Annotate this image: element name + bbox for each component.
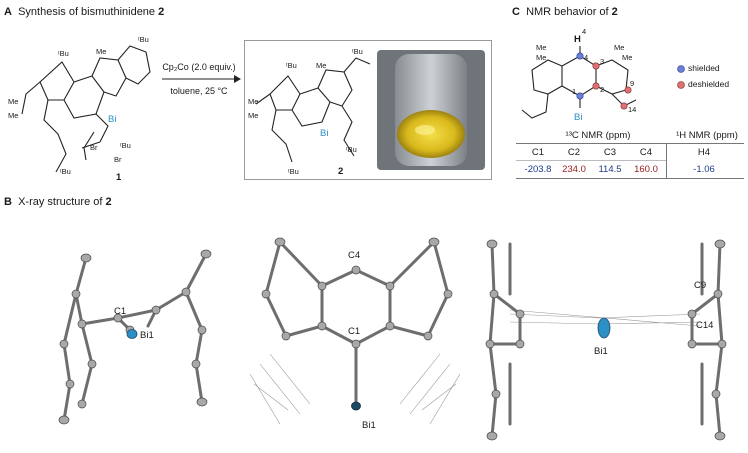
nmr-me-1: Me <box>536 43 546 52</box>
reaction-arrow <box>162 75 241 83</box>
prod-me-1: Me <box>316 61 326 70</box>
val-c3: 114.5 <box>598 164 622 175</box>
prod-me-2: Me <box>248 97 258 106</box>
xray3-bi1-label: Bi1 <box>594 346 608 357</box>
panel-a-title: Synthesis of bismuthinidene <box>18 6 159 18</box>
panel-c-heading: C NMR behavior of 2 <box>512 6 618 18</box>
deshielded-legend-label: deshielded <box>688 79 730 89</box>
reactant-1-structure: ᵗBu ᵗBu Me Me Me ᵗBu Bi Br Br ᵗBu 1 <box>8 35 151 182</box>
nmr-me-4: Me <box>622 53 632 62</box>
xray2-c1-label: C1 <box>348 326 360 337</box>
col-h4: H4 <box>697 147 711 158</box>
reagent-text: Cp₂Co (2.0 equiv.) <box>162 62 236 72</box>
c3-label: 3 <box>600 57 604 66</box>
xray-view-top: C9 C14 Bi1 <box>485 239 727 441</box>
table-rule-divider <box>666 143 667 179</box>
col-c4: C4 <box>639 147 653 158</box>
nmr-bi-label: Bi <box>574 112 582 123</box>
c9-label: 9 <box>630 79 634 88</box>
br-label-2: Br <box>114 155 122 164</box>
nmr-me-2: Me <box>536 53 546 62</box>
prod-tbu-3: ᵗBu <box>346 145 357 154</box>
product-box <box>244 40 492 180</box>
panel-b-heading: B X-ray structure of 2 <box>4 196 112 208</box>
panel-c-compound: 2 <box>611 6 618 18</box>
table-rule-top <box>516 143 744 144</box>
panel-c-title: NMR behavior of <box>526 6 612 18</box>
c4-label: 4 <box>584 53 588 62</box>
panel-c-letter: C <box>512 6 520 18</box>
nmr-table: ¹³C NMR (ppm) ¹H NMR (ppm) C1 C2 C3 C4 H… <box>516 130 744 180</box>
col-c2: C2 <box>567 147 581 158</box>
tbu-label-2: ᵗBu <box>138 35 149 44</box>
shielded-legend-dot <box>677 65 685 73</box>
br-label-1: Br <box>90 143 98 152</box>
tbu-label-3: ᵗBu <box>120 141 131 150</box>
nmr-structure: H 4 4 3 2 1 9 14 Bi Me Me Me Me <box>521 27 636 123</box>
table-rule-mid <box>516 160 666 161</box>
xray1-c1-label: C1 <box>114 306 126 317</box>
bi-label-reactant: Bi <box>108 114 116 125</box>
deshielded-legend-dot <box>677 81 685 89</box>
val-c4: 160.0 <box>634 164 658 175</box>
c1-label: 1 <box>572 87 576 96</box>
prod-tbu-2: ᵗBu <box>352 47 363 56</box>
xray1-bi1-label: Bi1 <box>140 330 154 341</box>
panel-a-compound: 2 <box>158 6 165 18</box>
prod-tbu-1: ᵗBu <box>286 61 297 70</box>
xray3-c14-label: C14 <box>696 320 713 331</box>
tbu-label-1: ᵗBu <box>58 49 69 58</box>
val-c1: -203.8 <box>524 164 552 175</box>
xray3-c9-label: C9 <box>694 280 706 291</box>
xray2-c4-label: C4 <box>348 250 360 261</box>
me-label-3: Me <box>8 111 18 120</box>
c14-label: 14 <box>628 105 636 114</box>
shielded-legend-label: shielded <box>688 63 720 73</box>
col-c3: C3 <box>603 147 617 158</box>
panel-a-heading: A Synthesis of bismuthinidene 2 <box>4 6 164 18</box>
c13-header: ¹³C NMR (ppm) <box>565 130 631 141</box>
h1-header: ¹H NMR (ppm) <box>676 130 738 141</box>
prod-tbu-4: ᵗBu <box>288 167 299 176</box>
nmr-me-3: Me <box>614 43 624 52</box>
xray-view-side: C1 Bi1 <box>58 249 212 425</box>
val-c2: 234.0 <box>562 164 586 175</box>
panel-a-letter: A <box>4 6 12 18</box>
reactant-number: 1 <box>116 172 122 182</box>
xray2-bi1-label: Bi1 <box>362 420 376 431</box>
col-c1: C1 <box>531 147 545 158</box>
c2-label: 2 <box>600 85 604 94</box>
table-rule-bottom <box>516 178 744 179</box>
product-2-structure: ᵗBu ᵗBu Me Me Me Bi ᵗBu ᵗBu 2 <box>248 47 371 177</box>
tbu-label-4: ᵗBu <box>60 167 71 176</box>
panel-b-letter: B <box>4 196 12 208</box>
h4-sup: 4 <box>582 27 586 36</box>
product-number: 2 <box>338 166 343 177</box>
prod-me-3: Me <box>248 111 258 120</box>
me-label-2: Me <box>8 97 18 106</box>
bi-label-product: Bi <box>320 128 328 139</box>
conditions-text: toluene, 25 °C <box>170 86 228 96</box>
panel-b-title: X-ray structure of <box>18 196 106 208</box>
xray-view-front: C4 C1 Bi1 <box>249 237 461 431</box>
val-h4: -1.06 <box>693 164 715 175</box>
panel-b-compound: 2 <box>105 196 112 208</box>
me-label-1: Me <box>96 47 106 56</box>
h-label: H <box>574 34 581 45</box>
product-photo <box>377 50 485 170</box>
